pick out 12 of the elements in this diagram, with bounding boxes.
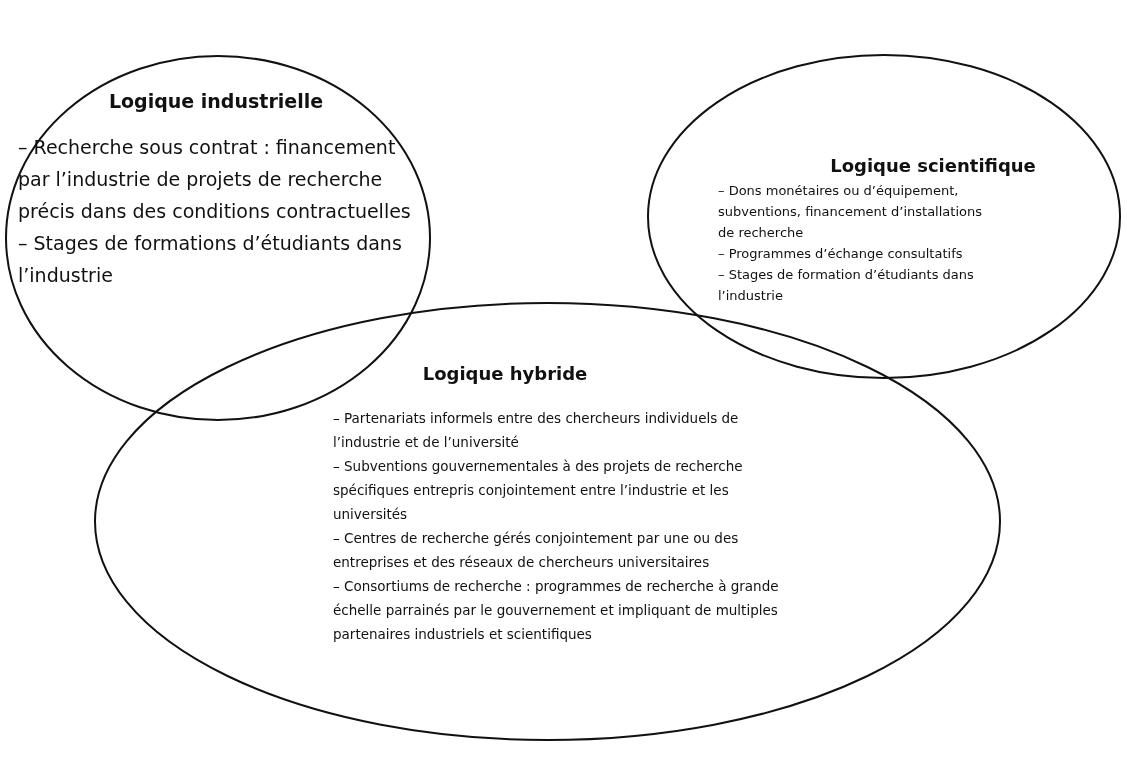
bullet-text: – Stages de formation d’étudiants dans l’industrie	[718, 266, 975, 306]
heading: Logique industrielle	[107, 90, 325, 112]
heading: Logique hybride	[421, 363, 589, 384]
bullet-text: – Centres de recherche gérés conjointement par une ou des entreprises et des réseaux de chercheurs universitaires	[333, 529, 740, 573]
bullet-text: – Programmes d’échange consultatifs	[718, 245, 964, 264]
bullet-text: – Dons monétaires ou d’équipement, subventions, financement d’installations de recherche	[718, 182, 983, 243]
bullet-text: – Partenariats informels entre des chercheurs individuels de l’industrie et de l’université	[333, 409, 740, 453]
bullet-text: – Consortiums de recherche : programmes de recherche à grande échelle parrainés par le gouvernement et impliquant de multiples partenaires industriels et scientifiques	[333, 577, 780, 645]
bullet-text: – Recherche sous contrat : financement par l’industrie de projets de recherche précis dans des conditions contractuelles	[18, 134, 412, 224]
bullet-text: – Stages de formations d’étudiants dans l’industrie	[18, 230, 403, 288]
bullet-text: – Subventions gouvernementales à des projets de recherche spécifiques entrepris conjointement entre l’industrie et les universités	[333, 457, 744, 525]
heading: Logique scientifique	[829, 155, 1037, 176]
